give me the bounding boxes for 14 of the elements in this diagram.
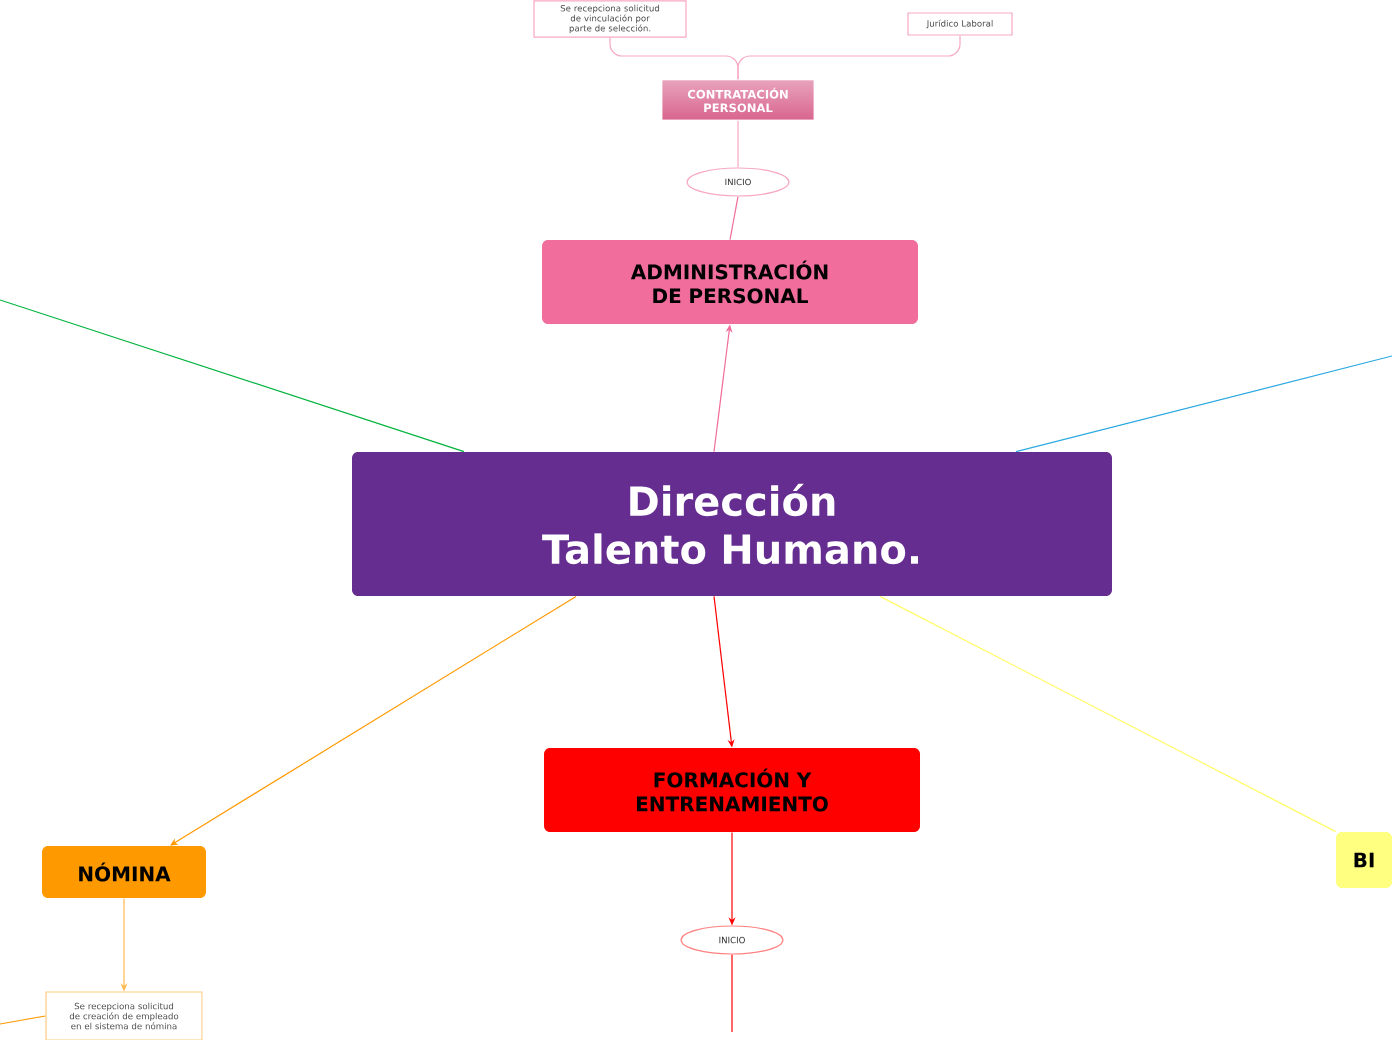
connector-line xyxy=(879,595,1337,833)
connector-line xyxy=(0,299,465,453)
topic-box: NÓMINA xyxy=(42,846,206,898)
connector-line xyxy=(1015,355,1392,453)
topic-box: ADMINISTRACIÓN DE PERSONAL xyxy=(542,240,918,324)
connector-line xyxy=(737,35,961,81)
connector-line xyxy=(729,196,739,241)
connector-line xyxy=(737,119,739,168)
connector-line xyxy=(0,1015,46,1025)
connector-line xyxy=(731,954,733,1033)
topic-box: BI xyxy=(1336,832,1392,888)
topic-box: FORMACIÓN Y ENTRENAMIENTO xyxy=(544,748,920,832)
arrow xyxy=(170,595,577,846)
central-topic-box: Dirección Talento Humano. xyxy=(352,452,1112,596)
